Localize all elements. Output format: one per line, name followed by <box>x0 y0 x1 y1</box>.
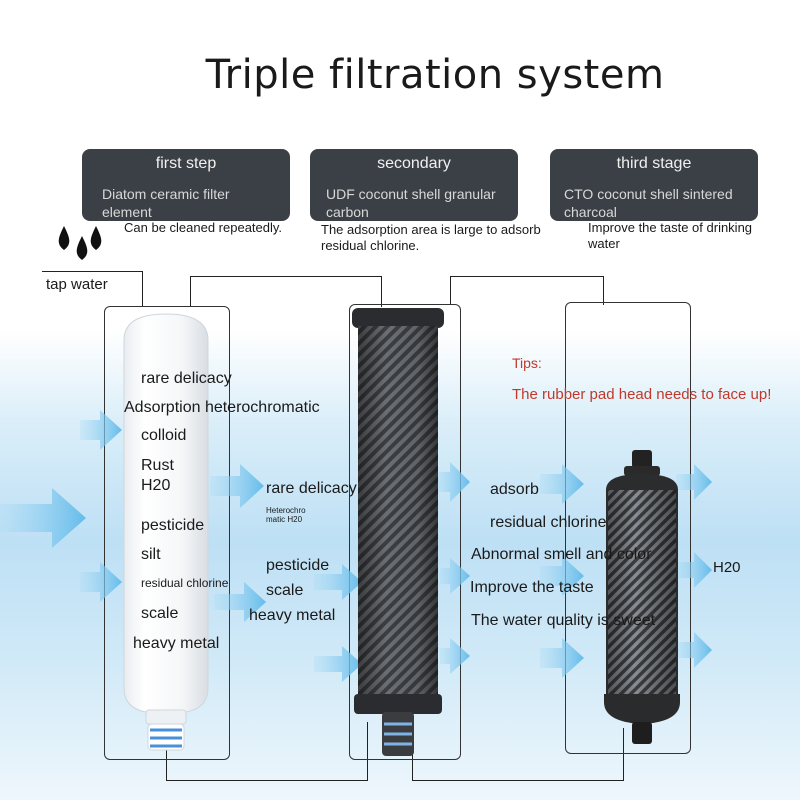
stage-card-third: third stage CTO coconut shell sintered c… <box>550 149 758 221</box>
filter2-label: pesticide <box>266 557 330 574</box>
stage3-frame <box>565 302 691 754</box>
filter1-label: H20 <box>141 477 171 494</box>
filter3-label: Improve the taste <box>470 579 594 596</box>
stage2-frame <box>349 304 461 760</box>
filter3-label: residual chlorine <box>490 514 607 531</box>
pipe-stage1-to-stage2 <box>190 276 382 307</box>
tips-text: The rubber pad head needs to face up! <box>512 386 772 403</box>
filter3-label: The water quality is sweet <box>471 612 656 629</box>
water-drops-icon <box>58 226 102 260</box>
stage-note-first: Can be cleaned repeatedly. <box>124 220 283 235</box>
filter1-label: colloid <box>141 427 187 444</box>
pipe-stage2-to-stage3 <box>450 276 604 305</box>
stage-card-first: first step Diatom ceramic filter element <box>82 149 290 221</box>
filter1-label: scale <box>141 605 179 622</box>
stage-description: UDF coconut shell granular carbon <box>326 186 496 220</box>
filter2-label: rare delicacy <box>266 480 357 497</box>
inlet-pipe <box>42 271 143 306</box>
carbon-filter-cartridge <box>352 308 444 756</box>
tips-heading: Tips: <box>512 355 542 371</box>
stage-description: Diatom ceramic filter element <box>102 186 230 220</box>
stage-note-third: Improve the taste of drinking water <box>588 220 753 251</box>
sintered-charcoal-cartridge <box>604 450 680 744</box>
stage-description: CTO coconut shell sintered charcoal <box>564 186 733 220</box>
filter3-label: Abnormal smell and color <box>471 546 652 563</box>
filter3-label: adsorb <box>490 481 539 498</box>
stage-step-label: third stage <box>616 155 692 172</box>
ceramic-filter-cartridge <box>123 313 209 751</box>
filter1-label: Rust <box>141 457 174 474</box>
filter1-label: heavy metal <box>133 635 220 652</box>
page-title: Triple filtration system <box>205 52 665 98</box>
stage-step-label: secondary <box>377 155 451 172</box>
filter2-label: Heterochro <box>266 506 306 515</box>
filter1-label: silt <box>141 546 161 563</box>
stage-card-second: secondary UDF coconut shell granular car… <box>310 149 518 221</box>
filter1-label: pesticide <box>141 517 205 534</box>
tap-water-label: tap water <box>46 276 108 293</box>
output-label: H20 <box>713 559 741 576</box>
filter2-label: heavy metal <box>249 607 336 624</box>
stage-note-second: The adsorption area is large to adsorb r… <box>321 222 541 253</box>
filter2-label: scale <box>266 582 304 599</box>
filter1-label: residual chlorine <box>141 576 229 590</box>
filter1-label: Adsorption heterochromatic <box>124 399 320 416</box>
stage-step-label: first step <box>155 155 217 172</box>
bottom-pipe-stage1 <box>166 722 368 781</box>
stage1-frame <box>104 306 230 760</box>
filter2-label: matic H20 <box>266 515 303 524</box>
filter1-label: rare delicacy <box>141 370 232 387</box>
